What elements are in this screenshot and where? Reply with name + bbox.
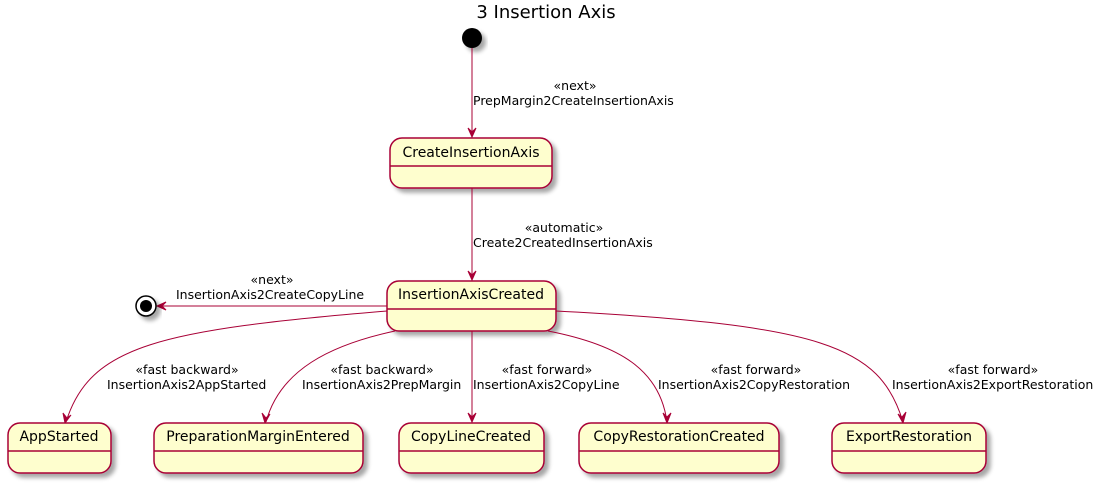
state-preparation-margin-entered: PreparationMarginEntered xyxy=(153,422,364,474)
transition-to-copy-restoration: «fast forward» InsertionAxis2CopyRestora… xyxy=(547,330,850,425)
transition-label: InsertionAxis2ExportRestoration xyxy=(892,377,1093,392)
transition-stereotype: «fast forward» xyxy=(711,362,802,377)
transition-label: PrepMargin2CreateInsertionAxis xyxy=(473,93,674,108)
state-export-restoration: ExportRestoration xyxy=(831,422,987,474)
transition-to-copy-line: «fast forward» InsertionAxis2CopyLine xyxy=(467,331,620,424)
state-name: ExportRestoration xyxy=(846,429,972,445)
transition-label: InsertionAxis2CopyLine xyxy=(473,377,620,392)
transition-created-to-end: «next» InsertionAxis2CreateCopyLine xyxy=(155,272,387,311)
transition-create-to-created: «automatic» Create2CreatedInsertionAxis xyxy=(467,188,653,282)
state-insertion-axis-created: InsertionAxisCreated xyxy=(386,280,557,332)
start-node xyxy=(462,28,482,48)
transition-label: InsertionAxis2PrepMargin xyxy=(302,377,461,392)
transition-stereotype: «fast backward» xyxy=(330,362,433,377)
state-name: CreateInsertionAxis xyxy=(402,145,539,161)
transition-stereotype: «next» xyxy=(554,78,597,93)
state-app-started: AppStarted xyxy=(7,422,112,474)
transition-stereotype: «fast forward» xyxy=(948,362,1039,377)
transition-to-app-started: «fast backward» InsertionAxis2AppStarted xyxy=(62,310,388,425)
transition-label: InsertionAxis2AppStarted xyxy=(107,377,266,392)
state-create-insertion-axis: CreateInsertionAxis xyxy=(389,137,553,189)
state-name: InsertionAxisCreated xyxy=(398,287,544,303)
state-name: PreparationMarginEntered xyxy=(166,429,349,445)
state-name: CopyRestorationCreated xyxy=(593,429,764,445)
transition-stereotype: «automatic» xyxy=(525,220,604,235)
transition-stereotype: «next» xyxy=(251,272,294,287)
state-copy-line-created: CopyLineCreated xyxy=(398,422,545,474)
transition-label: InsertionAxis2CreateCopyLine xyxy=(176,287,364,302)
transition-start-to-create: «next» PrepMargin2CreateInsertionAxis xyxy=(467,48,674,139)
transition-label: Create2CreatedInsertionAxis xyxy=(473,235,653,250)
transition-label: InsertionAxis2CopyRestoration xyxy=(658,377,850,392)
transition-stereotype: «fast backward» xyxy=(135,362,238,377)
state-copy-restoration-created: CopyRestorationCreated xyxy=(578,422,780,474)
transition-to-prep-margin: «fast backward» InsertionAxis2PrepMargin xyxy=(261,330,461,425)
transition-stereotype: «fast forward» xyxy=(502,362,593,377)
end-node xyxy=(135,295,157,317)
state-name: AppStarted xyxy=(19,429,98,445)
state-name: CopyLineCreated xyxy=(411,429,531,445)
diagram-title: 3 Insertion Axis xyxy=(476,2,615,23)
transition-to-export-restoration: «fast forward» InsertionAxis2ExportResto… xyxy=(555,310,1093,425)
